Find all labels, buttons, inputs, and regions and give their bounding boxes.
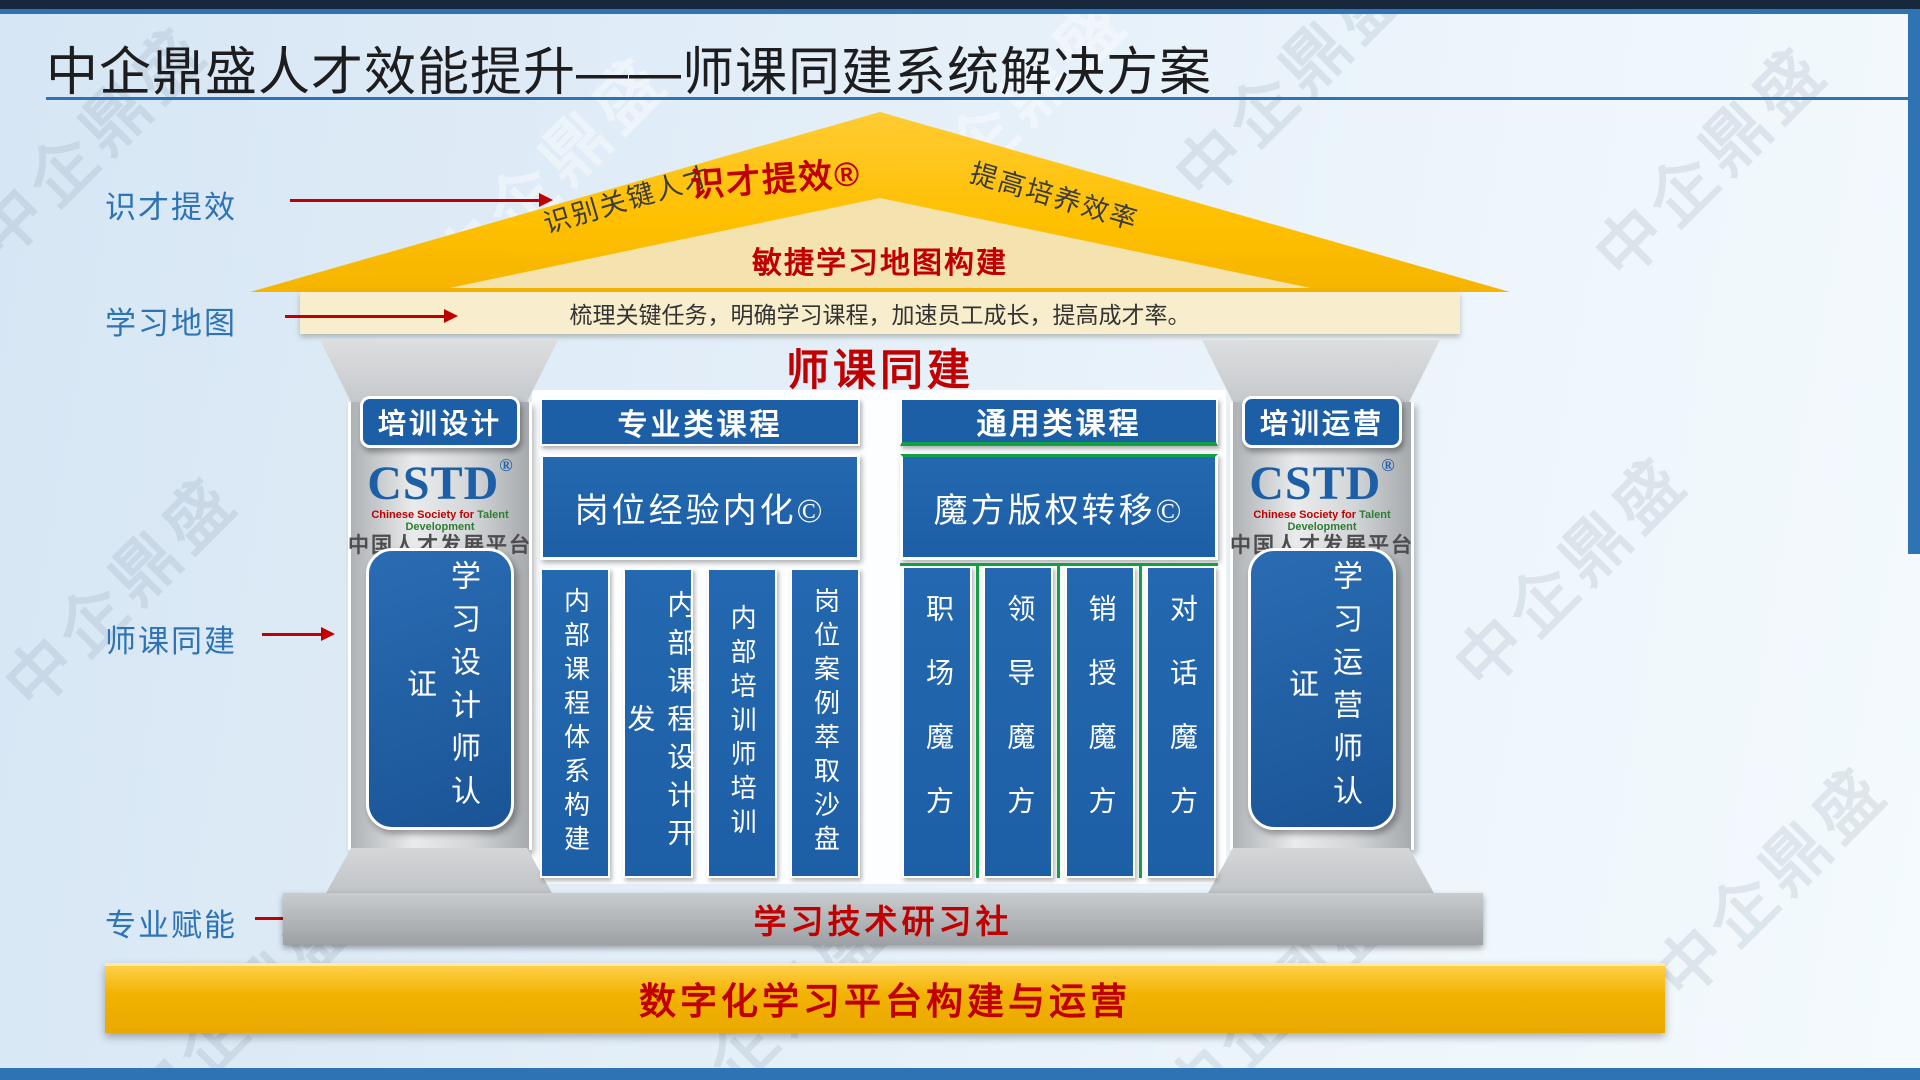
learning-tech-society-text: 学习技术研习社 bbox=[753, 903, 1013, 940]
cstd-en-line1: Chinese Society for bbox=[1253, 509, 1360, 522]
red-arrow bbox=[255, 911, 298, 925]
learning-map-band: 梳理关键任务，明确学习课程，加速员工成长，提高成才率。 bbox=[300, 292, 1460, 334]
training-operation-badge: 培训运营 bbox=[1242, 396, 1402, 448]
cstd-acronym: CSTD bbox=[1249, 457, 1382, 510]
learning-operation-cert-box: 学习运营师认 证 bbox=[1248, 548, 1396, 830]
side-label-enable: 专业赋能 bbox=[105, 908, 237, 943]
red-arrow bbox=[290, 193, 553, 207]
title-underline bbox=[46, 97, 1908, 100]
learning-tech-society-band: 学习技术研习社 bbox=[283, 893, 1483, 945]
course-column-text: 内部课程设计开 发 bbox=[623, 590, 695, 856]
registered-mark: ® bbox=[499, 455, 513, 475]
course-column: 内部培训师培训 bbox=[706, 568, 777, 878]
cstd-logo: CSTD® Chinese Society for Talent Develop… bbox=[348, 456, 532, 558]
top-frame-bar bbox=[0, 0, 1920, 9]
cube-column: 职场魔方 bbox=[902, 566, 972, 878]
course-column: 岗位案例萃取沙盘 bbox=[789, 568, 860, 878]
course-column-text: 内部培训师培训 bbox=[727, 604, 757, 842]
cstd-en-line2: Talent Development bbox=[1287, 509, 1391, 533]
watermark-text: 中企鼎盛 bbox=[1582, 32, 1844, 294]
course-column-text: 岗位案例萃取沙盘 bbox=[810, 587, 840, 859]
cube-column: 领导魔方 bbox=[983, 566, 1054, 878]
side-label-map: 学习地图 bbox=[105, 306, 237, 341]
red-arrow bbox=[285, 309, 458, 323]
right-frame-strip bbox=[1908, 14, 1920, 554]
course-column: 内部课程设计开 发 bbox=[623, 568, 694, 878]
cube-column: 销授魔方 bbox=[1064, 566, 1135, 878]
general-columns: 职场魔方 领导魔方 销授魔方 对话魔方 bbox=[900, 563, 1218, 878]
professional-columns: 内部课程体系构建 内部课程设计开 发 内部培训师培训 岗位案例萃取沙盘 bbox=[540, 568, 860, 878]
digital-platform-band: 数字化学习平台构建与运营 bbox=[105, 963, 1665, 1033]
watermark-text: 中企鼎盛 bbox=[1442, 442, 1704, 704]
right-pillar-capital bbox=[1202, 340, 1440, 402]
course-column-text: 内部课程体系构建 bbox=[560, 587, 590, 859]
professional-courses-header: 专业类课程 bbox=[540, 398, 860, 446]
center-title: 师课同建 bbox=[786, 348, 974, 395]
red-arrow bbox=[262, 627, 335, 641]
registered-mark: ® bbox=[1381, 455, 1395, 475]
side-label-course: 师课同建 bbox=[105, 624, 237, 659]
slide-title: 中企鼎盛人才效能提升——师课同建系统解决方案 bbox=[46, 44, 1213, 102]
learning-map-band-text: 梳理关键任务，明确学习课程，加速员工成长，提高成才率。 bbox=[569, 303, 1191, 328]
green-separator bbox=[1138, 566, 1142, 878]
digital-platform-text: 数字化学习平台构建与运营 bbox=[639, 981, 1131, 1022]
watermark-text: 中企鼎盛 bbox=[1642, 752, 1904, 1014]
course-column: 内部课程体系构建 bbox=[540, 568, 610, 878]
learning-design-cert-box: 学习设计师认 证 bbox=[366, 548, 514, 830]
cube-column-text: 领导魔方 bbox=[1003, 594, 1035, 850]
training-design-badge: 培训设计 bbox=[360, 396, 520, 448]
cstd-en-line1: Chinese Society for bbox=[371, 509, 478, 522]
green-separator bbox=[976, 566, 980, 878]
job-experience-program: 岗位经验内化© bbox=[540, 454, 860, 560]
bottom-frame-bar bbox=[0, 1068, 1920, 1080]
mofang-copyright-program: 魔方版权转移© bbox=[900, 454, 1218, 560]
cube-column: 对话魔方 bbox=[1145, 566, 1216, 878]
left-pillar-capital bbox=[320, 340, 558, 402]
learning-operation-cert-text: 学习运营师认 证 bbox=[1284, 560, 1361, 818]
cube-column-text: 职场魔方 bbox=[922, 594, 953, 850]
roof-inner-title: 敏捷学习地图构建 bbox=[752, 247, 1008, 280]
learning-design-cert-text: 学习设计师认 证 bbox=[402, 560, 479, 818]
cstd-acronym: CSTD bbox=[367, 457, 500, 510]
general-courses-header: 通用类课程 bbox=[900, 398, 1218, 446]
watermark-text: 中企鼎盛 bbox=[0, 462, 254, 724]
cube-column-text: 对话魔方 bbox=[1165, 594, 1197, 850]
cube-column-text: 销授魔方 bbox=[1084, 594, 1116, 850]
green-separator bbox=[1057, 566, 1061, 878]
top-frame-accent bbox=[0, 9, 1920, 14]
side-label-talent: 识才提效 bbox=[105, 190, 237, 225]
cstd-en-line2: Talent Development bbox=[405, 509, 509, 533]
cstd-logo: CSTD® Chinese Society for Talent Develop… bbox=[1230, 456, 1414, 558]
